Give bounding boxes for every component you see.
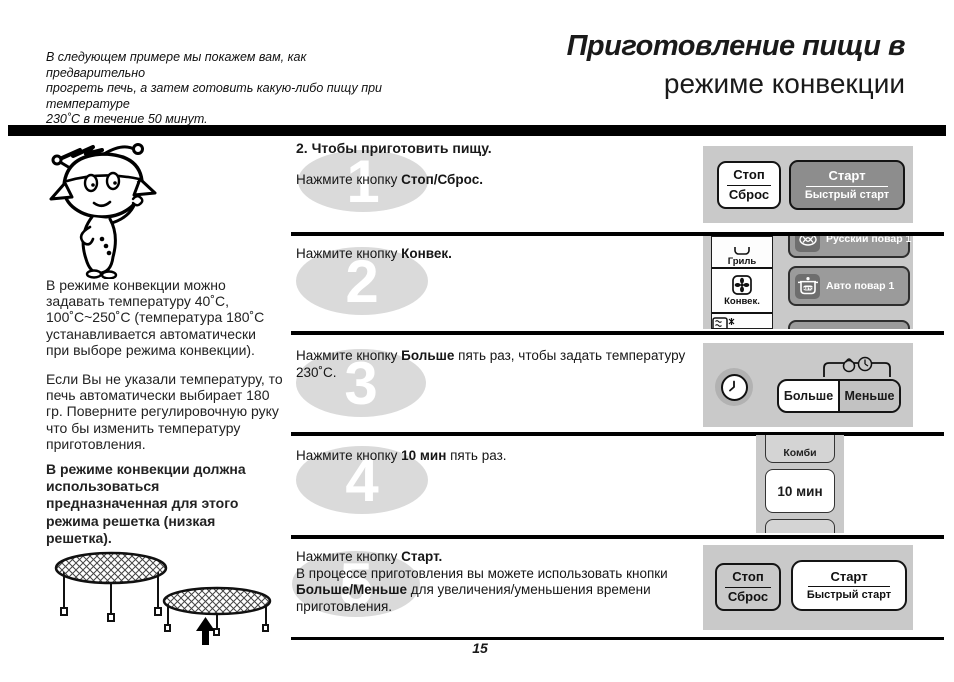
step-number-watermark: 2	[296, 247, 428, 315]
step-instruction: Нажмите кнопку Больше пять раз, чтобы за…	[296, 348, 700, 381]
auto-badge: АВТО	[802, 286, 813, 290]
clipped-button	[765, 519, 835, 533]
racks-illustration	[54, 551, 272, 636]
control-panel-crop-step1: Стоп Сброс Старт Быстрый старт	[703, 146, 913, 223]
russian-cook-label: Русский повар 1	[826, 236, 912, 245]
instruction-text: Нажмите кнопку	[296, 348, 402, 363]
start-label: Старт	[828, 168, 866, 184]
quick-start-label: Быстрый старт	[804, 188, 890, 201]
page-title-line1: Приготовление пищи в	[566, 30, 906, 62]
reset-label: Сброс	[727, 588, 769, 604]
pot-icon: АВТО	[795, 273, 820, 299]
up-arrow-icon	[196, 617, 215, 645]
step-divider-1	[291, 232, 944, 236]
footer-divider	[291, 637, 944, 640]
step-number-watermark: 3	[296, 349, 426, 417]
high-rack-illustration	[54, 551, 168, 622]
quick-start-label: Быстрый старт	[806, 589, 892, 602]
button-divider	[725, 586, 771, 588]
start-button: Старт Быстрый старт	[791, 560, 907, 611]
ten-min-button: 10 мин	[765, 469, 835, 513]
grill-label: Гриль	[727, 256, 757, 267]
clock-icon	[720, 373, 748, 401]
clock-button	[715, 368, 753, 406]
lightning-icon	[60, 145, 104, 160]
grill-icon	[734, 247, 750, 255]
stop-reset-button: Стоп Сброс	[715, 563, 781, 611]
ten-min-label: 10 мин	[777, 483, 823, 499]
page-title-line2: режиме конвекции	[663, 68, 905, 99]
instruction-text: для увеличения/уменьшения времени пригот…	[296, 582, 651, 614]
fan-icon	[732, 274, 752, 295]
step-instruction: Нажмите кнопку Старт. В процессе пригото…	[296, 549, 700, 615]
oven-fan-button	[712, 314, 772, 329]
step-divider-4	[291, 535, 944, 539]
step-number-watermark: 4	[296, 446, 428, 514]
instruction-key: Старт.	[401, 549, 443, 564]
instruction-text: пять раз.	[446, 448, 507, 463]
function-bracket	[823, 356, 891, 377]
stop-reset-button: Стоп Сброс	[717, 161, 781, 209]
instruction-key: 10 мин	[401, 448, 447, 463]
button-divider	[805, 185, 889, 187]
convection-button: Конвек.	[712, 267, 772, 314]
stop-label: Стоп	[733, 166, 765, 182]
page-number: 15	[472, 640, 488, 656]
instruction-text: Нажмите кнопку	[296, 549, 402, 564]
instruction-key: Стоп/Сброс.	[401, 172, 483, 187]
auto-cook-button: АВТО Авто повар 1	[788, 266, 910, 306]
rack-note: В режиме конвекции должна использоваться…	[46, 461, 246, 546]
instruction-text: Нажмите кнопку	[296, 246, 402, 261]
step-heading: 2. Чтобы приготовить пищу.	[296, 140, 492, 156]
reset-label: Сброс	[728, 186, 770, 202]
instruction-key: Больше	[401, 348, 455, 363]
step-instruction: Нажмите кнопку Стоп/Сброс.	[296, 172, 483, 189]
control-panel-crop-step5: Стоп Сброс Старт Быстрый старт	[703, 545, 913, 630]
start-label: Старт	[830, 568, 868, 584]
control-panel-crop-step2: Гриль Конвек.	[703, 236, 913, 329]
less-label: Меньше	[838, 381, 899, 411]
clipped-button	[788, 320, 910, 329]
convection-label: Конвек.	[724, 295, 760, 307]
instruction-text: Нажмите кнопку	[296, 172, 402, 187]
grill-button: Гриль	[712, 237, 772, 267]
more-less-button: Больше Меньше	[777, 379, 901, 413]
mode-button-column: Гриль Конвек.	[711, 236, 773, 329]
combi-label: Комби	[783, 447, 817, 459]
intro-text: В следующем примере мы покажем вам, как …	[46, 50, 383, 127]
step-instruction: Нажмите кнопку 10 мин пять раз.	[296, 448, 507, 465]
oven-fan-icon	[712, 316, 735, 329]
instruction-text: В процессе приготовления вы можете испол…	[296, 565, 668, 581]
control-panel-crop-step3: Больше Меньше	[703, 343, 913, 427]
control-panel-crop-step4: Комби 10 мин	[756, 435, 844, 533]
weight-icon	[842, 358, 856, 373]
step-number-watermark: 1	[298, 148, 428, 215]
stop-label: Стоп	[732, 568, 764, 584]
instruction-key: Больше/Меньше	[296, 582, 407, 597]
instruction-text: пять раз, чтобы задать температуру 230˚С…	[296, 348, 686, 380]
russian-cook-button: Русский повар 1	[788, 236, 912, 258]
instruction-text: Нажмите кнопку	[296, 448, 402, 463]
start-button: Старт Быстрый старт	[789, 160, 905, 210]
low-rack-illustration	[162, 586, 272, 636]
button-divider	[807, 586, 891, 588]
instruction-key: Конвек.	[401, 246, 452, 261]
more-label: Больше	[783, 389, 834, 403]
step-divider-2	[291, 331, 944, 335]
step-instruction: Нажмите кнопку Конвек.	[296, 246, 452, 263]
auto-cook-label: Авто повар 1	[826, 280, 895, 292]
combi-button: Комби	[765, 435, 835, 463]
convection-temp-paragraph: В режиме конвекции можно задавать темпер…	[46, 277, 265, 358]
step-number-watermark: 5	[292, 551, 420, 618]
clock-icon	[857, 356, 873, 372]
button-divider	[726, 184, 772, 186]
step-divider-3	[291, 432, 944, 436]
mascot-illustration	[49, 143, 157, 279]
header-divider-bar	[8, 125, 946, 136]
default-temp-paragraph: Если Вы не указали температуру, то печь …	[46, 371, 283, 452]
pretzel-icon	[795, 236, 820, 252]
